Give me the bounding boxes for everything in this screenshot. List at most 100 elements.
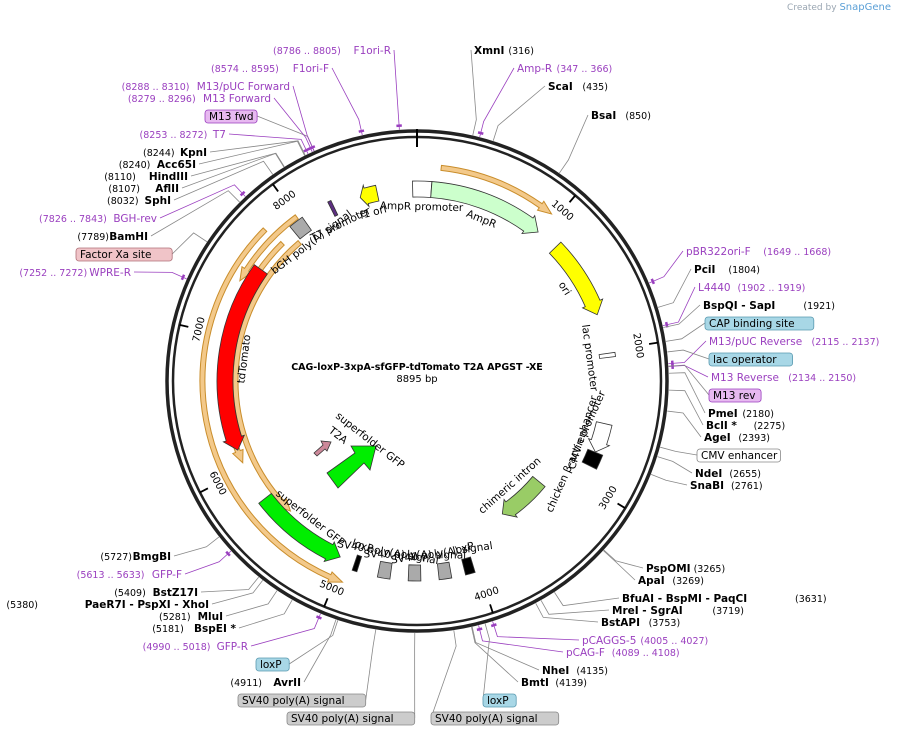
feature-tag[interactable]: M13 fwd <box>204 109 258 124</box>
enzyme-site[interactable]: BmtI(4139) <box>521 677 587 689</box>
enzyme-site[interactable]: (5409)BstZ17I <box>114 587 198 599</box>
site-name: BclI * <box>706 420 737 432</box>
primer-site[interactable]: (4990 .. 5018)GFP-R <box>143 641 248 653</box>
feature-loxp[interactable] <box>461 556 476 576</box>
feature-tag[interactable]: loxP <box>255 657 290 672</box>
orf-arrow[interactable] <box>239 214 299 282</box>
feature-t7-promoter[interactable] <box>327 199 339 217</box>
feature-tag[interactable]: Factor Xa site <box>75 247 173 262</box>
primer-site[interactable]: (8786 .. 8805)F1ori-R <box>273 45 391 57</box>
feature-chicken-actin-promoter[interactable] <box>581 448 604 470</box>
enzyme-site[interactable]: PspOMI(3265) <box>646 563 725 575</box>
site-range: (8107) <box>108 184 140 195</box>
primer-site[interactable]: M13/pUC Reverse(2115 .. 2137) <box>709 336 879 348</box>
enzyme-site[interactable]: BstAPI(3753) <box>601 617 680 629</box>
enzyme-site[interactable]: ApaI(3269) <box>638 575 704 587</box>
enzyme-site[interactable]: AgeI(2393) <box>704 432 770 444</box>
site-name: SphI <box>145 195 171 207</box>
tag-box <box>482 693 517 708</box>
enzyme-site[interactable]: (7789)BamHI <box>77 231 148 243</box>
primer-site[interactable]: (7826 .. 7843)BGH-rev <box>39 213 157 225</box>
feature-tag[interactable]: loxP <box>482 693 517 708</box>
enzyme-site[interactable]: BspQI - SapI(1921) <box>703 300 835 312</box>
enzyme-site[interactable]: (5380)PaeR7I - PspXI - XhoI <box>6 599 209 611</box>
feature-ori[interactable] <box>548 241 604 316</box>
primer-site[interactable]: (5613 .. 5633)GFP-F <box>77 569 182 581</box>
enzyme-site[interactable]: MreI - SgrAI(3719) <box>612 605 744 617</box>
feature-tdtomato[interactable] <box>216 264 268 451</box>
feature-tag[interactable]: CAP binding site <box>704 316 815 331</box>
feature-lac-promoter[interactable] <box>598 351 616 359</box>
primer-site[interactable]: (8253 .. 8272)T7 <box>140 129 226 141</box>
enzyme-site[interactable]: (8032)SphI <box>107 195 171 207</box>
feature-ampr-promoter[interactable] <box>412 180 433 198</box>
feature-sv40-poly-a-signal[interactable] <box>407 564 422 582</box>
site-range: (7826 .. 7843) <box>39 214 107 225</box>
enzyme-site[interactable]: BclI *(2275) <box>706 420 785 432</box>
enzyme-site[interactable]: SnaBI(2761) <box>690 480 763 492</box>
site-range: (5613 .. 5633) <box>77 570 145 581</box>
enzyme-site[interactable]: NdeI(2655) <box>695 468 761 480</box>
enzyme-site[interactable]: (5727)BmgBI <box>100 551 171 563</box>
primer-site[interactable]: (8574 .. 8595)F1ori-F <box>211 63 329 75</box>
enzyme-site[interactable]: NheI(4135) <box>542 665 608 677</box>
enzyme-site[interactable]: BfuAI - BspMI - PaqCI(3631) <box>622 593 827 605</box>
connector-line <box>211 580 264 605</box>
site-range: (3265) <box>694 564 726 575</box>
feature-tag[interactable]: lac operator <box>708 352 793 367</box>
enzyme-site[interactable]: (4911)AvrII <box>230 677 301 689</box>
feature-tag[interactable]: SV40 poly(A) signal <box>286 711 416 726</box>
feature-tag[interactable]: SV40 poly(A) signal <box>237 693 367 708</box>
site-name: ApaI <box>638 575 665 587</box>
site-range: (4005 .. 4027) <box>640 636 708 647</box>
connector-line <box>668 372 706 414</box>
center-t2a-arrow[interactable] <box>313 440 332 457</box>
enzyme-site[interactable]: (5281)MluI <box>159 611 223 623</box>
ruler-tick-label: 4000 <box>473 585 501 603</box>
feature-f1-ori[interactable] <box>359 183 380 208</box>
feature-tag[interactable]: SV40 poly(A) signal <box>430 711 560 726</box>
snapgene-brand: SnapGene <box>839 2 891 13</box>
feature-chimeric-intron[interactable] <box>501 475 546 518</box>
enzyme-site[interactable]: BsaI(850) <box>591 110 651 122</box>
connector-line <box>559 114 589 174</box>
tag-text: loxP <box>487 695 509 707</box>
feature-cmv-enhancer[interactable] <box>587 421 613 453</box>
connector-line <box>288 620 339 665</box>
enzyme-site[interactable]: PciI(1804) <box>694 264 760 276</box>
primer-site[interactable]: pCAGGS-5(4005 .. 4027) <box>582 635 708 647</box>
site-range: (8279 .. 8296) <box>128 94 196 105</box>
plasmid-size: 8895 bp <box>396 374 437 385</box>
primer-site[interactable]: (8279 .. 8296)M13 Forward <box>128 93 271 105</box>
feature-superfolder-gfp[interactable] <box>258 492 341 563</box>
center-superfolder-gfp-arrow[interactable] <box>326 445 377 489</box>
feature-label: chicken β-actin promoter <box>544 388 609 514</box>
primer-site[interactable]: pCAG-F(4089 .. 4108) <box>566 647 680 659</box>
primer-site[interactable]: Amp-R(347 .. 366) <box>517 63 612 75</box>
feature-tag[interactable]: M13 rev <box>708 388 762 403</box>
feature-sv40-poly-a-signal[interactable] <box>436 561 453 581</box>
primer-site[interactable]: M13 Reverse(2134 .. 2150) <box>711 372 856 384</box>
feature-tag[interactable]: CMV enhancer <box>696 448 781 463</box>
enzyme-site[interactable]: ScaI(435) <box>548 81 608 93</box>
enzyme-site[interactable]: (8240)Acc65I <box>119 159 196 171</box>
feature-ampr[interactable] <box>430 181 539 235</box>
enzyme-site[interactable]: XmnI(316) <box>474 45 534 57</box>
orf-arrow[interactable] <box>440 164 553 215</box>
primer-site[interactable]: (7252 .. 7272)WPRE-R <box>19 267 131 279</box>
enzyme-site[interactable]: (8110)HindIII <box>104 171 188 183</box>
site-range: (4135) <box>576 666 608 677</box>
feature-bgh-poly-a-signal[interactable] <box>289 216 312 240</box>
feature-loxp[interactable] <box>351 554 363 573</box>
enzyme-site[interactable]: (8244)KpnI <box>143 147 207 159</box>
primer-site[interactable]: pBR322ori-F(1649 .. 1668) <box>686 246 831 258</box>
primer-site[interactable]: L4440(1902 .. 1919) <box>698 282 805 294</box>
connector-line <box>482 623 490 701</box>
orf-arrow[interactable] <box>199 227 344 583</box>
feature-sv40-poly-a-signal[interactable] <box>376 560 393 580</box>
enzyme-site[interactable]: PmeI(2180) <box>708 408 774 420</box>
enzyme-site[interactable]: (8107)AflII <box>108 183 179 195</box>
enzyme-site[interactable]: (5181)BspEI * <box>152 623 236 635</box>
primer-site[interactable]: (8288 .. 8310)M13/pUC Forward <box>122 81 290 93</box>
